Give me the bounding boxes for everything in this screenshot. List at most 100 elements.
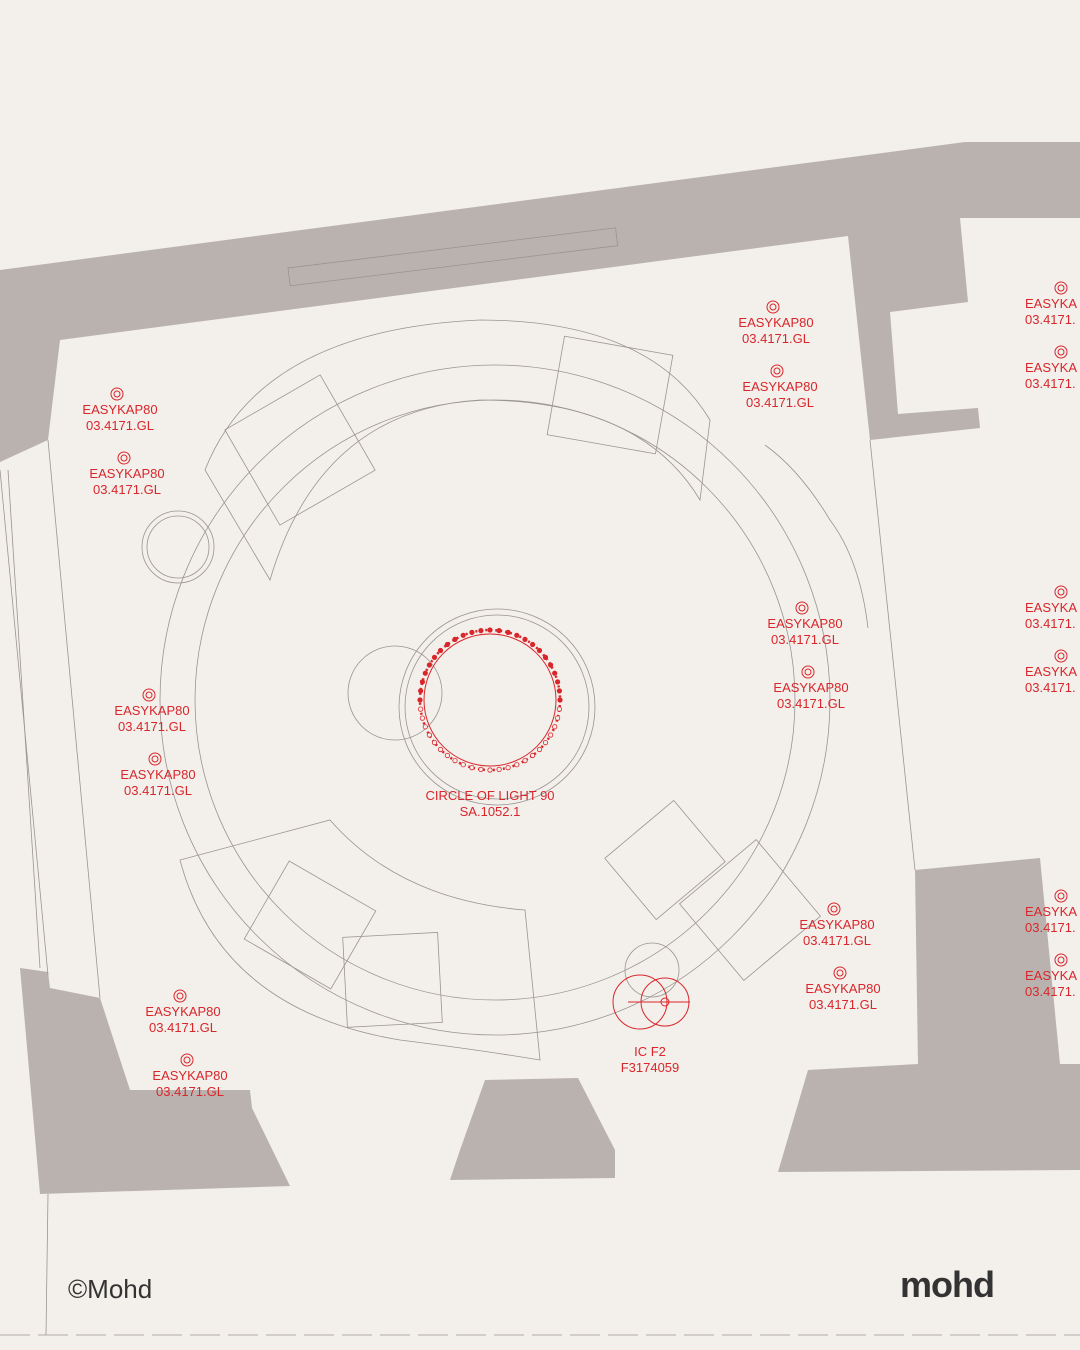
led-dot — [522, 636, 528, 643]
led-dot — [514, 632, 520, 638]
led-dot — [536, 746, 543, 753]
spotlight-icon — [1054, 585, 1068, 599]
spotlight-icon — [827, 902, 841, 916]
led-dot — [452, 636, 458, 643]
led-dot — [437, 746, 444, 753]
spotlight-icon — [801, 665, 815, 679]
led-dot — [469, 764, 475, 771]
led-dot — [452, 757, 458, 764]
led-dot — [542, 739, 549, 746]
fixture-code: 03.4171.GL — [149, 1020, 217, 1035]
fixture-code: 03.4171.GL — [771, 632, 839, 647]
fixture-name: EASYKAP80 — [767, 616, 843, 631]
fixture-name: EASYKAP80 — [82, 402, 158, 417]
led-dot — [505, 764, 511, 771]
led-dot — [417, 688, 424, 694]
circle-of-light-fixture — [417, 627, 563, 773]
led-dot — [460, 762, 466, 768]
spotlight-icon — [173, 989, 187, 1003]
fixture-name: EASYKAP80 — [742, 379, 818, 394]
led-dot — [556, 688, 563, 694]
spotlight-icon — [142, 688, 156, 702]
fixture-name: EASYKA — [1025, 600, 1078, 615]
fixture-name: EASYKA — [1025, 664, 1078, 679]
led-dot — [444, 641, 450, 648]
spotlight-icon — [1054, 281, 1068, 295]
led-dot — [552, 724, 558, 730]
fixture-name: EASYKAP80 — [114, 703, 190, 718]
led-dot — [478, 627, 484, 634]
mohd-logo: mohd — [900, 1264, 995, 1305]
fixture-code: 03.4171. — [1025, 376, 1076, 391]
fixture-code: 03.4171. — [1025, 920, 1076, 935]
fixture-name: EASYKA — [1025, 904, 1078, 919]
led-dot — [487, 767, 493, 773]
ic-f2-fixture — [612, 974, 690, 1030]
fixture-name: IC F2 — [634, 1044, 666, 1059]
fixture-name: EASYKA — [1025, 968, 1078, 983]
spotlight-icon — [1054, 345, 1068, 359]
top-wall — [0, 142, 1080, 462]
walls — [0, 142, 1080, 1194]
led-dot — [536, 647, 543, 654]
spotlight-icon — [766, 300, 780, 314]
fixture-code: 03.4171. — [1025, 312, 1076, 327]
fixture-code: 03.4171. — [1025, 984, 1076, 999]
led-dot — [547, 662, 554, 668]
spotlight-icon — [148, 752, 162, 766]
spotlight-icon — [795, 601, 809, 615]
led-dot — [419, 715, 425, 721]
circle-of-light-label: CIRCLE OF LIGHT 90 SA.1052.1 — [425, 788, 554, 820]
led-dot — [422, 670, 428, 676]
led-dot — [431, 654, 438, 661]
fixture-name: EASYKA — [1025, 296, 1078, 311]
led-dot — [496, 766, 502, 773]
led-dot — [554, 715, 561, 721]
spotlight-icon — [110, 387, 124, 401]
fixture-name: CIRCLE OF LIGHT 90 — [425, 788, 555, 803]
led-dot — [547, 732, 554, 738]
spotlight-icon — [770, 364, 784, 378]
fixture-name: EASYKAP80 — [152, 1068, 228, 1083]
led-dot — [496, 627, 502, 634]
fixture-name: EASYKAP80 — [773, 680, 849, 695]
bottom-right-wall — [778, 858, 1080, 1172]
spotlight-icon — [833, 966, 847, 980]
spotlight-icon — [1054, 889, 1068, 903]
led-dot — [529, 641, 536, 648]
fixture-code: 03.4171.GL — [156, 1084, 224, 1099]
spotlight-icon — [1054, 649, 1068, 663]
fixture-code: 03.4171.GL — [118, 719, 186, 734]
led-dot — [444, 752, 450, 759]
led-dot — [426, 732, 432, 738]
led-dot — [487, 627, 493, 633]
led-dot — [522, 757, 528, 764]
fixture-name: EASYKAP80 — [120, 767, 196, 782]
spotlight-icon — [117, 451, 131, 465]
fixture-code: 03.4171.GL — [803, 933, 871, 948]
led-dot — [505, 629, 511, 636]
led-dot — [557, 697, 563, 703]
fixture-name: EASYKAP80 — [738, 315, 814, 330]
led-dot — [556, 706, 563, 712]
fixture-code: 03.4171. — [1025, 680, 1076, 695]
led-dot — [422, 724, 428, 730]
fixture-code: 03.4171.GL — [124, 783, 192, 798]
fixture-code: 03.4171.GL — [777, 696, 845, 711]
fixture-name: EASYKAP80 — [799, 917, 875, 932]
led-dot — [514, 762, 520, 768]
